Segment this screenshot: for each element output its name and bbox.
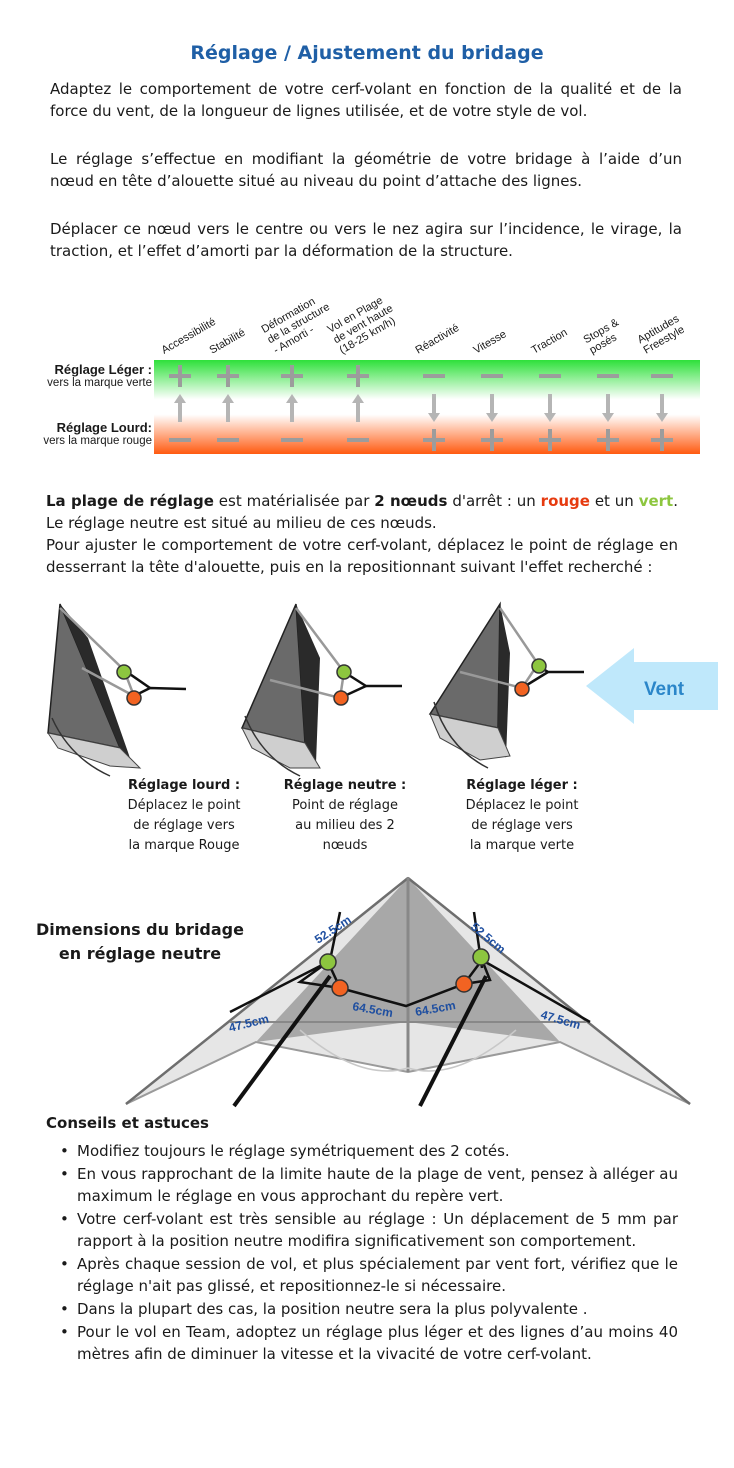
dimensions-title-line-1: Dimensions du bridage [36,920,244,939]
range-text-3: et un [589,492,639,510]
caption-neutral-line-3: nœuds [322,838,368,853]
red-knot-right [455,975,473,993]
tip-text: Votre cerf-volant est très sensible au r… [77,1210,678,1250]
bullet-icon: • [60,1165,69,1183]
range-paragraph-2: Pour ajuster le comportement de votre ce… [46,536,678,576]
caption-light-line-1: Déplacez le point [465,798,579,813]
caption-heavy-line-2: de réglage vers [133,818,235,833]
heavy-row-label: Réglage Lourd: vers la marque rouge [20,420,152,447]
wind-label: Vent [644,679,685,700]
column-header-5: Réactivité [414,322,462,357]
down-arrow-icon [602,394,614,422]
red-knot-3 [514,681,530,697]
down-arrow-icon [486,394,498,422]
tip-item: • Après chaque session de vol, et plus sp… [46,1253,678,1297]
caption-light: Réglage léger : Déplacez le point de rég… [450,776,594,856]
column-header-9: AptitudesFreestyle [636,313,688,357]
range-text-2: d'arrêt : un [447,492,541,510]
range-text-4: . Le réglage neutre est situé au milieu … [46,492,678,532]
tip-item: • En vous rapprochant de la limite haute … [46,1163,678,1207]
tip-item: • Modifiez toujours le réglage symétrique… [46,1140,678,1162]
light-row-label: Réglage Léger : vers la marque verte [20,362,152,389]
range-lead: La plage de réglage [46,492,214,510]
tip-text: Pour le vol en Team, adoptez un réglage … [77,1323,678,1363]
tip-text: Modifiez toujours le réglage symétriquem… [77,1142,510,1160]
tip-item: • Dans la plupart des cas, la position ne… [46,1298,678,1320]
up-arrow-icon [222,394,234,422]
down-arrow-icon [544,394,556,422]
caption-light-line-3: la marque verte [469,838,575,853]
bullet-icon: • [60,1323,69,1341]
column-header-6: Vitesse [472,328,509,356]
caption-heavy-line-1: Déplacez le point [127,798,241,813]
caption-neutral-line-2: au milieu des 2 [295,818,395,833]
kite-light-diagram [428,601,584,769]
down-arrow-icon [428,394,440,422]
light-row-title: Réglage Léger : [54,362,152,377]
page-title: Réglage / Ajustement du bridage [190,42,544,64]
light-row-subtitle: vers la marque verte [47,377,152,389]
heavy-row-subtitle: vers la marque rouge [43,435,152,447]
range-paragraph-1: La plage de réglage est matérialisée par… [46,490,678,534]
caption-neutral-line-1: Point de réglage [292,798,398,813]
column-header-3: Déformationde la structure- Amorti - [260,291,338,357]
caption-neutral: Réglage neutre : Point de réglage au mil… [268,776,422,856]
dim-label-center-right: 64.5cm [414,998,457,1019]
intro-paragraph-1: Adaptez le comportement de votre cerf-vo… [50,80,682,120]
tip-text: Dans la plupart des cas, la position neu… [77,1300,588,1318]
heavy-row-title: Réglage Lourd: [56,420,152,435]
intro-paragraph-2: Le réglage s’effectue en modifiant la gé… [50,150,682,190]
caption-light-line-2: de réglage vers [471,818,573,833]
up-arrow-icon [286,394,298,422]
green-knot-left [319,953,337,971]
bullet-icon: • [60,1300,69,1318]
range-red-word: rouge [540,492,590,510]
dimensions-title-line-2: en réglage neutre [58,944,222,963]
tips-list: • Modifiez toujours le réglage symétrique… [46,1140,678,1366]
tip-item: • Pour le vol en Team, adoptez un réglage… [46,1321,678,1365]
caption-heavy: Réglage lourd : Déplacez le point de rég… [112,776,256,856]
wind-arrow: Vent [586,648,718,724]
range-text-1: est matérialisée par [213,492,375,510]
green-knot-3 [531,658,547,674]
column-header-2: Stabilité [208,327,248,357]
range-knots: 2 nœuds [374,492,448,510]
caption-heavy-line-3: la marque Rouge [128,838,240,853]
green-knot-2 [336,664,352,680]
bridle-diagrams: Vent [46,601,718,777]
bullet-icon: • [60,1255,69,1273]
tip-item: • Votre cerf-volant est très sensible au … [46,1208,678,1252]
up-arrow-icon [352,394,364,422]
dim-label-center-left: 64.5cm [351,999,394,1020]
intro-paragraph-3: Déplacer ce nœud vers le centre ou vers … [50,220,682,260]
column-header-7: Traction [530,327,570,357]
column-header-4: Vol en Plagede vent haute(18-25 km/h) [326,292,402,357]
dimensions-title: Dimensions du bridage en réglage neutre [30,918,250,966]
bridle-dimensions-diagram: 52.5cm 52.5cm 64.5cm 64.5cm 47.5cm 47.5c… [125,876,691,1108]
tips-title: Conseils et astuces [46,1114,209,1132]
down-arrow-icon [656,394,668,422]
caption-heavy-title: Réglage lourd : [127,778,241,793]
bullet-icon: • [60,1210,69,1228]
range-green-word: vert [638,492,674,510]
caption-light-title: Réglage léger : [466,778,578,793]
green-knot-1 [116,664,132,680]
red-knot-2 [333,690,349,706]
tip-text: En vous rapprochant de la limite haute d… [77,1165,678,1205]
up-arrow-icon [174,394,186,422]
green-knot-right [472,948,490,966]
caption-neutral-title: Réglage neutre : [283,778,407,793]
red-knot-1 [126,690,142,706]
kite-neutral-diagram [240,603,402,777]
red-knot-left [331,979,349,997]
bullet-icon: • [60,1142,69,1160]
kite-heavy-diagram [46,603,187,777]
column-header-8: Stops &posés [582,316,628,356]
tip-text: Après chaque session de vol, et plus spé… [77,1255,678,1295]
